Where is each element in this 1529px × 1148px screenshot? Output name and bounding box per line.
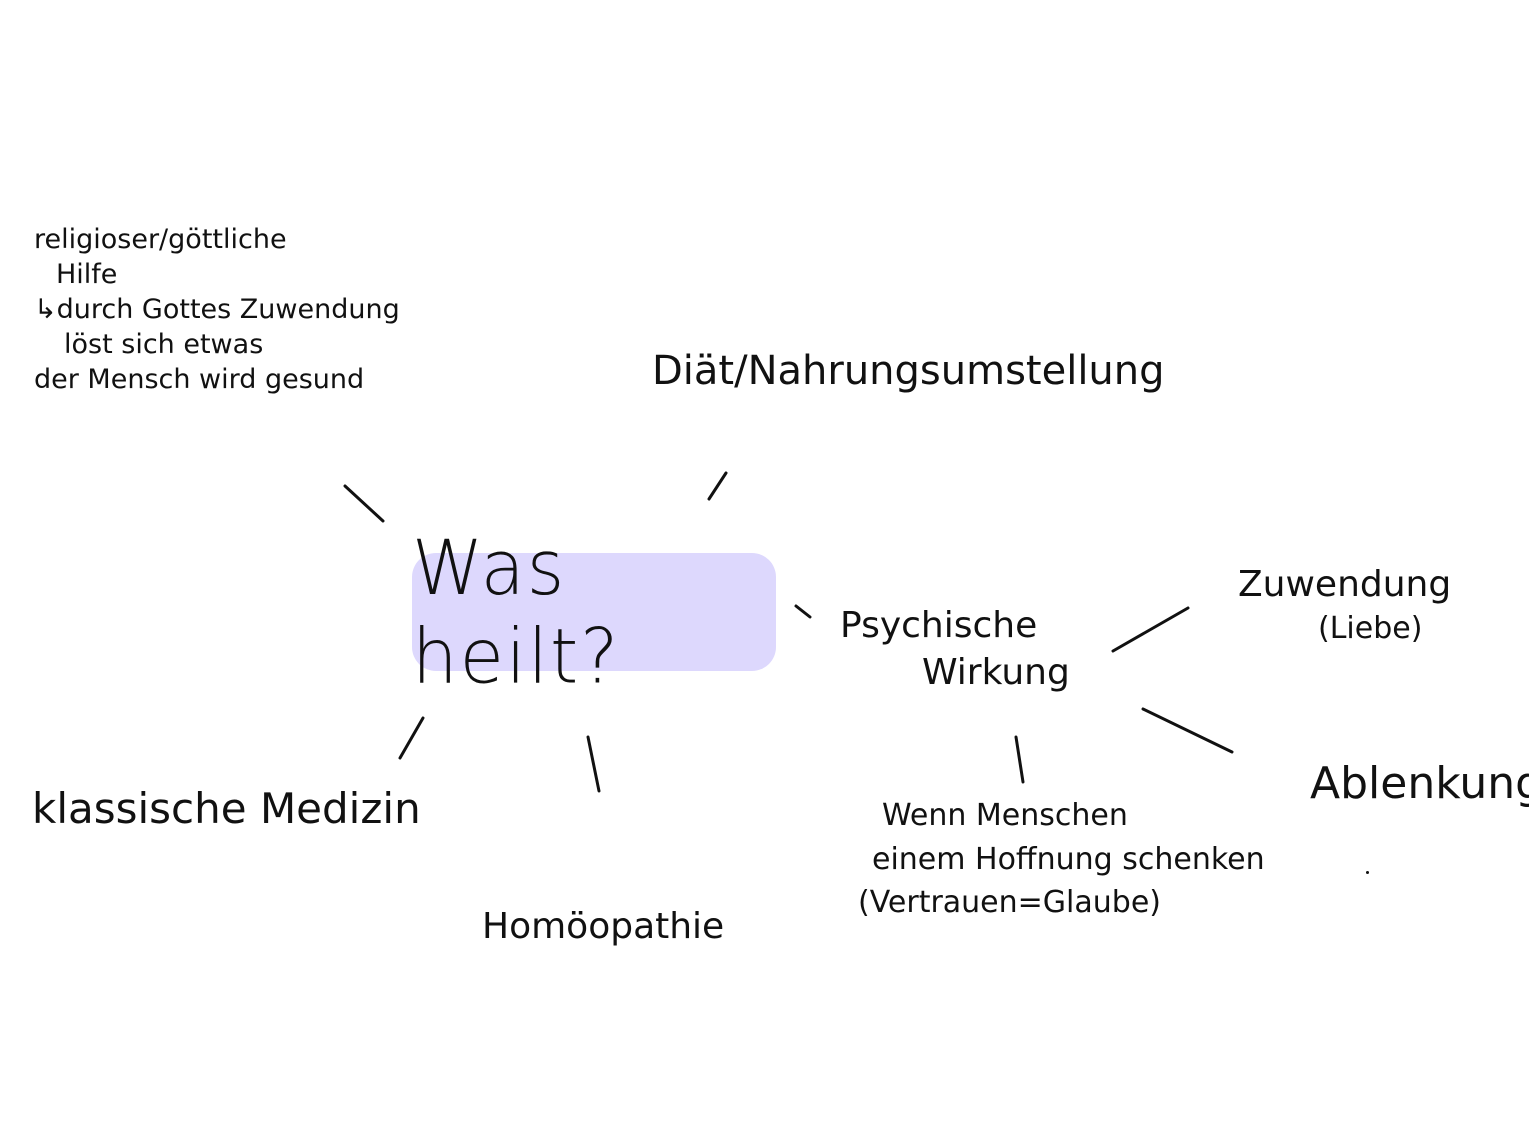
connector-hope bbox=[1014, 735, 1025, 784]
central-topic-box: Was heilt? bbox=[412, 524, 776, 700]
branch-religious: religioser/göttliche Hilfe ↳durch Gottes… bbox=[34, 222, 400, 397]
hope-line-2: einem Hoffnung schenken bbox=[872, 841, 1265, 877]
classic-label: klassische Medizin bbox=[32, 784, 421, 833]
stray-dot bbox=[1366, 871, 1369, 874]
branch-diet: Diät/Nahrungsumstellung bbox=[652, 345, 1165, 397]
religious-line-1: religioser/göttliche bbox=[34, 224, 287, 255]
connector-affection bbox=[1111, 606, 1190, 653]
religious-line-2: Hilfe bbox=[56, 259, 118, 291]
branch-affection: Zuwendung (Liebe) bbox=[1238, 562, 1451, 648]
affection-line-2: (Liebe) bbox=[1318, 610, 1423, 646]
connector-homeopathy bbox=[586, 735, 601, 793]
religious-line-3: ↳durch Gottes Zuwendung bbox=[34, 294, 400, 326]
branch-classic: klassische Medizin bbox=[32, 782, 421, 837]
hope-line-1: Wenn Menschen bbox=[882, 798, 1128, 833]
affection-line-1: Zuwendung bbox=[1238, 564, 1452, 605]
connector-religious bbox=[343, 484, 385, 523]
religious-line-4: löst sich etwas bbox=[64, 329, 264, 361]
connector-distraction bbox=[1141, 707, 1234, 754]
hope-line-3: (Vertrauen=Glaube) bbox=[858, 885, 1161, 920]
branch-hope: Wenn Menschen einem Hoffnung schenken (V… bbox=[858, 794, 1265, 925]
branch-psychic: Psychische Wirkung bbox=[840, 603, 1070, 697]
central-topic-label: Was heilt? bbox=[412, 523, 621, 701]
connector-psychic bbox=[794, 604, 812, 619]
psychic-line-2: Wirkung bbox=[922, 651, 1070, 693]
homeopathy-label: Homöopathie bbox=[482, 906, 725, 947]
branch-distraction: Ablenkung bbox=[1310, 755, 1529, 812]
diet-label: Diät/Nahrungsumstellung bbox=[652, 348, 1165, 394]
branch-homeopathy: Homöopathie bbox=[482, 904, 724, 951]
psychic-line-1: Psychische bbox=[840, 605, 1038, 646]
connector-diet bbox=[707, 471, 728, 501]
religious-line-5: der Mensch wird gesund bbox=[34, 364, 365, 396]
connector-classic bbox=[398, 716, 425, 760]
distraction-label: Ablenkung bbox=[1310, 758, 1529, 809]
